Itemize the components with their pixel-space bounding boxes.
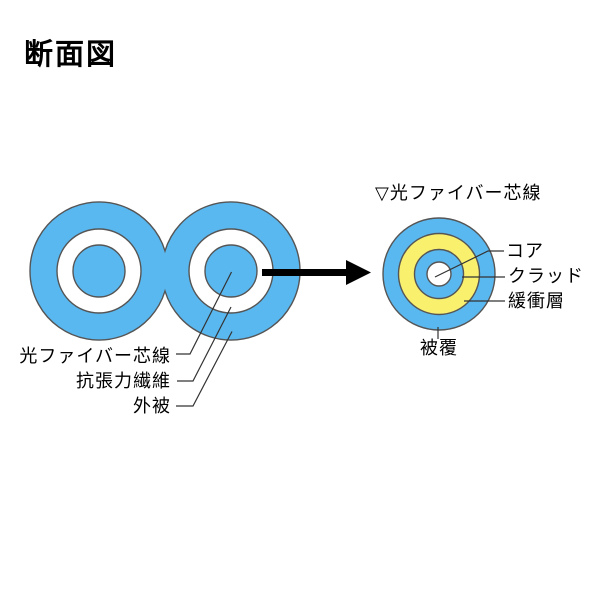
- leader-line-outer-jacket: [176, 331, 233, 407]
- fiber-detail-header: ▽光ファイバー芯線: [375, 183, 542, 203]
- duplex-cable-figure: [29, 201, 301, 407]
- page-title: 断面図: [24, 39, 118, 71]
- fiber-detail-figure: [382, 217, 505, 339]
- arrow-shaft: [262, 269, 347, 276]
- leader-line-core: [434, 250, 504, 278]
- leader-line-tension-fiber: [177, 306, 232, 382]
- label-clad: クラッド: [508, 266, 584, 286]
- label-coating: 被覆: [420, 338, 458, 358]
- label-buffer: 緩衝層: [508, 291, 565, 311]
- arrow-head: [346, 260, 371, 285]
- label-fiber-core-wire: 光ファイバー芯線: [19, 346, 171, 366]
- label-tension-fiber: 抗張力繊維: [76, 371, 171, 391]
- label-outer-jacket: 外被: [133, 396, 171, 416]
- label-core: コア: [506, 241, 544, 261]
- fiber-core-right: [204, 244, 258, 298]
- detail-arrow: [262, 260, 371, 285]
- fiber-core-left: [72, 244, 126, 298]
- core-center: [426, 261, 452, 287]
- leader-line-fiber-core: [176, 271, 233, 355]
